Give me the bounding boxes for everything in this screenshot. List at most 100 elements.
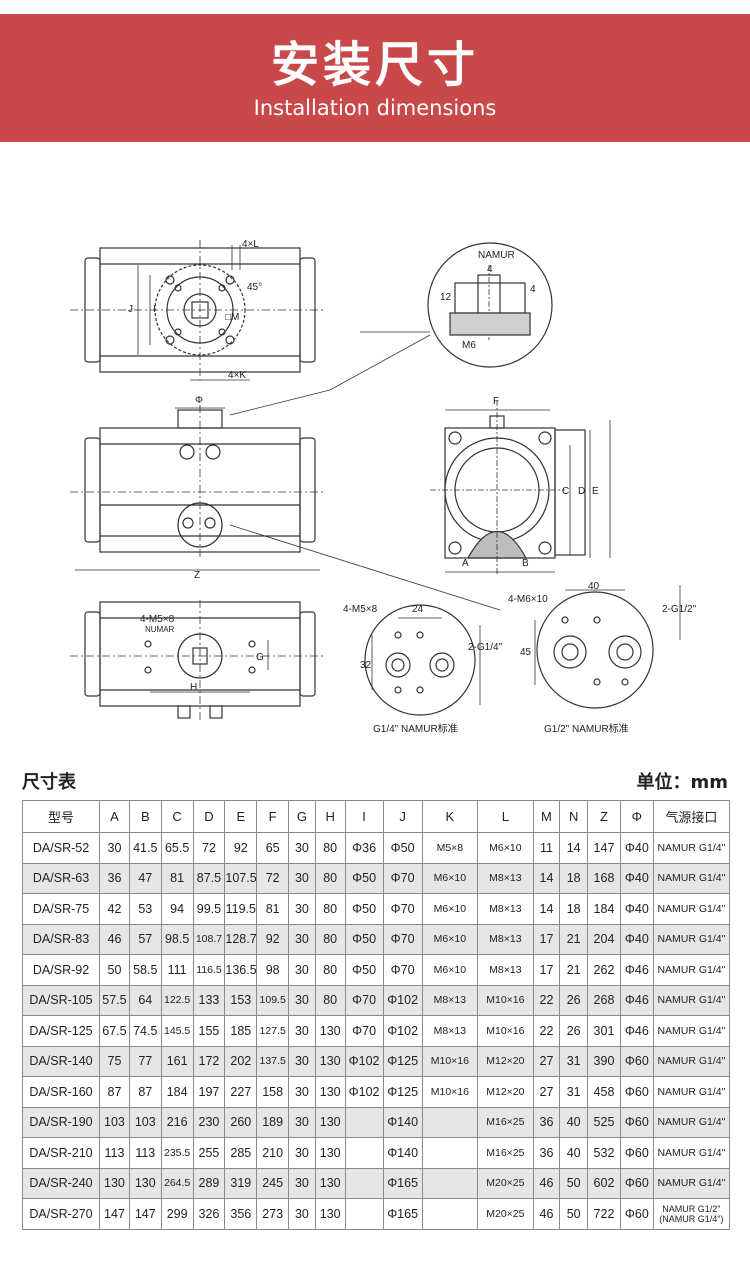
table-cell: 26 (559, 984, 589, 1016)
dim-phi-label: Φ (195, 395, 203, 406)
table-cell: Φ70 (382, 954, 423, 986)
column-header: 气源接口 (652, 800, 731, 833)
table-cell: 390 (587, 1045, 621, 1077)
left-32-label: 32 (360, 660, 372, 671)
table-cell: 30 (288, 1045, 316, 1077)
table-cell: 87.5 (192, 862, 226, 894)
table-cell: 57 (128, 923, 162, 955)
g12-port-drawing (534, 585, 681, 709)
table-cell: DA/SR-240 (21, 1167, 101, 1199)
column-header: K (421, 800, 479, 833)
table-cell: M6×10 (477, 832, 534, 864)
column-header: L (477, 800, 534, 833)
table-cell: Φ50 (382, 832, 423, 864)
table-cell: 99.5 (192, 893, 226, 925)
table-cell: 17 (532, 923, 561, 955)
column-header: N (559, 800, 589, 833)
table-cell: 285 (224, 1137, 258, 1169)
table-cell: 27 (532, 1076, 561, 1108)
table-cell: 158 (256, 1076, 290, 1108)
dim-angle-label: 45° (247, 282, 262, 293)
table-cell: Φ165 (382, 1198, 423, 1230)
table-cell: Φ140 (382, 1137, 423, 1169)
table-cell: 30 (288, 893, 316, 925)
column-header: A (99, 800, 130, 833)
installation-drawing: 4×L 45° 4×K J I □M NAMUR 4 4 12 M6 Φ Z F… (70, 239, 697, 735)
table-cell: 30 (288, 1167, 316, 1199)
table-cell: 103 (128, 1106, 162, 1138)
table-cell: 130 (128, 1167, 162, 1199)
table-cell: 31 (559, 1076, 589, 1108)
table-cell: 80 (314, 984, 346, 1016)
dim-m5x8-label: 4-M5×8 (140, 614, 175, 625)
dim-h-label: H (190, 682, 197, 693)
table-cell: NAMUR G1/4" (652, 1015, 731, 1047)
table-cell: 87 (128, 1076, 162, 1108)
column-header: C (160, 800, 194, 833)
table-cell: 22 (532, 984, 561, 1016)
table-cell: Φ165 (382, 1167, 423, 1199)
table-cell: 65 (256, 832, 290, 864)
table-cell: 136.5 (224, 954, 258, 986)
table-cell: Φ70 (344, 1015, 384, 1047)
table-cell: 184 (587, 893, 621, 925)
table-cell: M20×25 (477, 1167, 534, 1199)
table-cell: Φ60 (619, 1106, 654, 1138)
table-cell: M12×20 (477, 1045, 534, 1077)
table-cell: 113 (128, 1137, 162, 1169)
column-header: M (532, 800, 561, 833)
right-m6-label: 4-M6×10 (508, 594, 548, 605)
table-cell: 722 (587, 1198, 621, 1230)
table-unit: 单位：mm (636, 772, 728, 793)
table-cell: 172 (192, 1045, 226, 1077)
dim-4xl-label: 4×L (242, 239, 259, 250)
table-cell: 47 (128, 862, 162, 894)
table-cell: 127.5 (256, 1015, 290, 1047)
table-cell: 255 (192, 1137, 226, 1169)
table-cell: 72 (256, 862, 290, 894)
table-cell: M8×13 (477, 954, 534, 986)
namur-label: NAMUR (478, 250, 515, 261)
table-cell: M6×10 (421, 862, 479, 894)
table-cell: DA/SR-92 (21, 954, 101, 986)
left-caption: G1/4" NAMUR标准 (373, 723, 458, 735)
column-header: Φ (619, 800, 654, 833)
table-cell: NAMUR G1/4" (652, 1137, 731, 1169)
table-cell: 130 (314, 1198, 346, 1230)
table-cell: 92 (224, 832, 258, 864)
table-cell: 264.5 (160, 1167, 194, 1199)
table-cell: M8×13 (421, 984, 479, 1016)
table-title: 尺寸表 (22, 772, 76, 793)
table-cell: 319 (224, 1167, 258, 1199)
table-cell: Φ102 (382, 1015, 423, 1047)
table-cell (421, 1167, 479, 1199)
table-cell: 273 (256, 1198, 290, 1230)
table-cell: 197 (192, 1076, 226, 1108)
table-cell: 46 (532, 1198, 561, 1230)
table-cell: 161 (160, 1045, 194, 1077)
table-cell: 14 (559, 832, 589, 864)
numar-label: NUMAR (145, 625, 175, 634)
table-cell: 46 (532, 1167, 561, 1199)
table-cell: Φ50 (344, 923, 384, 955)
table-cell: DA/SR-52 (21, 832, 101, 864)
table-cell: 230 (192, 1106, 226, 1138)
table-cell: 204 (587, 923, 621, 955)
table-cell: 22 (532, 1015, 561, 1047)
table-cell: NAMUR G1/2" (NAMUR G1/4") (652, 1198, 731, 1230)
table-cell: 81 (256, 893, 290, 925)
table-cell: NAMUR G1/4" (652, 1045, 731, 1077)
table-cell: 130 (314, 1045, 346, 1077)
table-cell: M6×10 (421, 923, 479, 955)
bottom-view-drawing (70, 600, 325, 720)
table-cell: 155 (192, 1015, 226, 1047)
namur-detail-drawing (229, 242, 553, 416)
table-cell: 26 (559, 1015, 589, 1047)
table-cell: 46 (99, 923, 130, 955)
side-view-drawing (430, 400, 611, 575)
column-header: I (344, 800, 384, 833)
table-cell: NAMUR G1/4" (652, 1076, 731, 1108)
table-cell: 107.5 (224, 862, 258, 894)
